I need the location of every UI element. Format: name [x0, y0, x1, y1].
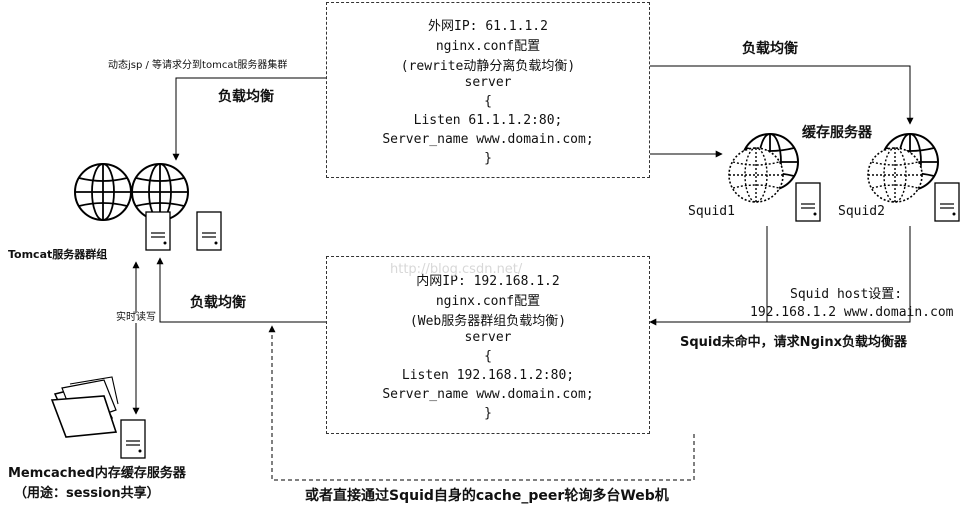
memcached-usage: （用途：session共享）: [14, 486, 160, 501]
load-balance-label-top-right: 负载均衡: [742, 41, 798, 57]
server-name-directive: Server_name www.domain.com;: [382, 132, 594, 147]
squid-miss-label: Squid未命中，请求Nginx负载均衡器: [680, 335, 907, 350]
nginx-conf-note: (Web服务器群组负载均衡): [409, 314, 567, 329]
arrow-bottom-to-tomcat: [156, 257, 326, 323]
close-brace: }: [484, 406, 492, 421]
realtime-rw-label: 实时读写: [116, 312, 156, 323]
load-balance-label-top-left: 负载均衡: [218, 89, 274, 105]
server-icon: [196, 211, 222, 251]
public-ip: 外网IP: 61.1.1.2: [428, 19, 548, 34]
nginx-private-box: 内网IP: 192.168.1.2 nginx.conf配置 (Web服务器群组…: [326, 256, 650, 434]
squid2-label: Squid2: [838, 204, 885, 219]
dynamic-request-label: 动态jsp / 等请求分到tomcat服务器集群: [108, 60, 288, 71]
listen-directive: Listen 192.168.1.2:80;: [401, 368, 575, 383]
squid-host-setting-label: Squid host设置:: [790, 287, 903, 302]
globe-icon: [74, 163, 132, 221]
server-name-directive: Server_name www.domain.com;: [382, 387, 594, 402]
folder-icon: [50, 376, 119, 438]
arrow-top-to-squid2: [650, 65, 914, 125]
server-keyword: server: [464, 75, 512, 90]
memcached-title: Memcached内存缓存服务器: [8, 466, 186, 481]
server-icon: [145, 211, 171, 251]
server-icon: [934, 182, 960, 222]
server-icon: [795, 182, 821, 222]
nginx-conf-note: (rewrite动静分离负载均衡): [400, 59, 576, 74]
close-brace: }: [484, 151, 492, 166]
open-brace: {: [484, 94, 492, 109]
globe-dotted-icon: [867, 147, 923, 203]
server-icon: [120, 419, 146, 459]
arrow-top-to-tomcat: [172, 77, 326, 161]
cache-servers-label: 缓存服务器: [802, 125, 872, 141]
dashed-cache-peer-path: [268, 325, 695, 481]
tomcat-group-label: Tomcat服务器群组: [8, 248, 108, 261]
nginx-conf-title: nginx.conf配置: [435, 39, 541, 54]
nginx-conf-title: nginx.conf配置: [435, 294, 541, 309]
cache-peer-label: 或者直接通过Squid自身的cache_peer轮询多台Web机: [305, 488, 669, 504]
watermark-text: http://blog.csdn.net/: [390, 262, 523, 277]
listen-directive: Listen 61.1.1.2:80;: [413, 113, 563, 128]
arrow-squid-to-bottom: [649, 226, 911, 326]
load-balance-label-mid-left: 负载均衡: [190, 295, 246, 311]
private-ip: 内网IP: 192.168.1.2: [416, 274, 560, 289]
open-brace: {: [484, 349, 492, 364]
squid-host-value: 192.168.1.2 www.domain.com: [750, 305, 954, 320]
server-keyword: server: [464, 330, 512, 345]
nginx-public-box: 外网IP: 61.1.1.2 nginx.conf配置 (rewrite动静分离…: [326, 2, 650, 178]
squid1-label: Squid1: [688, 204, 735, 219]
globe-dotted-icon: [728, 147, 784, 203]
